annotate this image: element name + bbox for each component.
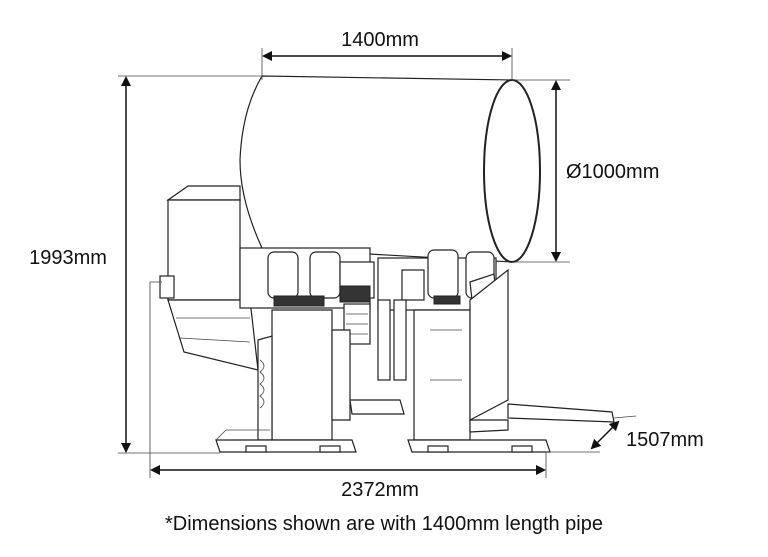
stand-right (407, 268, 615, 453)
roller-assembly-right (377, 249, 497, 311)
dimension-total-length: 2372mm (149, 281, 547, 501)
depth-label: 1507mm (626, 429, 704, 451)
pipe-length-label: 1400mm (341, 29, 419, 51)
dimension-total-height: 1993mm (29, 75, 262, 454)
dimension-depth: 1507mm (546, 415, 704, 453)
pipe-cylinder (239, 75, 541, 263)
footnote: *Dimensions shown are with 1400mm length… (164, 513, 603, 535)
dimension-pipe-length: 1400mm (261, 29, 513, 80)
total-height-label: 1993mm (29, 247, 107, 269)
stand-left (215, 309, 405, 453)
center-shafts (377, 299, 407, 381)
pipe-diameter-label: Ø1000mm (566, 161, 659, 183)
machine-illustration (159, 75, 615, 453)
total-length-label: 2372mm (341, 479, 419, 501)
roller-assembly-left (239, 247, 375, 345)
dimension-pipe-diameter: Ø1000mm (512, 79, 659, 263)
drive-housing (159, 185, 259, 371)
